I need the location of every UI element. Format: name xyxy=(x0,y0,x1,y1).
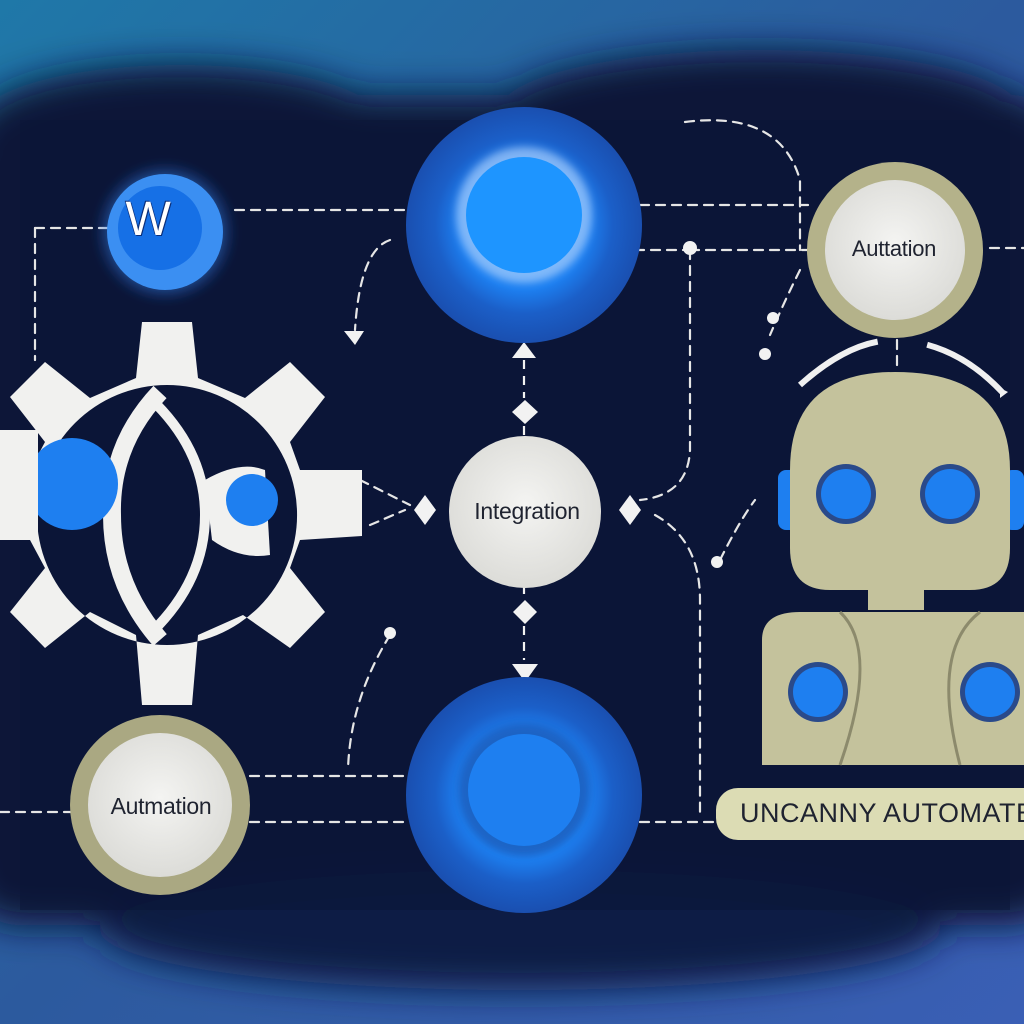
robot-banner xyxy=(716,788,1024,840)
auttation-label: Auttation xyxy=(851,236,937,261)
connector-curve-top-left xyxy=(353,238,392,332)
connector-gear-integration-2 xyxy=(368,508,407,527)
integration-node xyxy=(449,436,601,588)
bottom-blue-orb xyxy=(406,677,642,913)
robot-body-seam xyxy=(838,610,862,766)
auttation-node xyxy=(807,162,983,338)
junction-dot xyxy=(711,556,723,568)
autmation-label: Autmation xyxy=(110,793,212,819)
gear-inner-arc xyxy=(102,385,167,646)
connector-right-down xyxy=(768,268,802,337)
arrowhead xyxy=(344,331,364,345)
connector-gear-integration xyxy=(358,478,412,507)
connector-dots xyxy=(384,241,779,639)
connector-diamond xyxy=(414,495,436,525)
junction-dot xyxy=(767,312,779,324)
robot-head xyxy=(790,372,1010,590)
robot-neck xyxy=(868,588,924,610)
robot-antenna-arc xyxy=(797,336,1005,395)
robot-icon xyxy=(716,336,1024,840)
connector-integration-bottom xyxy=(653,513,702,820)
connector-diamond xyxy=(512,400,538,424)
arrowhead-down xyxy=(512,664,538,682)
top-blue-orb xyxy=(406,107,642,343)
gear-blue-dot-right xyxy=(226,474,278,526)
w-node-label: W xyxy=(125,193,171,246)
connector-diamond xyxy=(513,600,537,624)
gear-inner-arc xyxy=(146,394,211,636)
robot-body-dot-left xyxy=(793,667,843,717)
wordpress-w-icon xyxy=(93,160,237,304)
junction-dot xyxy=(384,627,396,639)
connector-curve-bottom-left xyxy=(346,633,392,772)
autmation-node xyxy=(70,715,250,895)
connector-top-hook xyxy=(683,119,802,252)
connector-dot-integration xyxy=(638,248,692,502)
junction-dot xyxy=(683,241,697,255)
junction-dot xyxy=(759,348,771,360)
arrowheads xyxy=(344,331,1008,682)
gear-blue-dot-left xyxy=(26,438,118,530)
robot-body-seam xyxy=(947,610,981,766)
connector-robot-arm xyxy=(718,498,757,562)
gear-tooth-mask xyxy=(0,430,38,540)
robot-body xyxy=(762,612,1024,765)
robot-banner-label: UNCANNY AUTOMATE xyxy=(740,798,1024,828)
robot-eye-right xyxy=(925,469,975,519)
integration-label: Integration xyxy=(474,498,580,524)
connector-diamond xyxy=(619,495,641,525)
robot-eye-left xyxy=(821,469,871,519)
gear-icon xyxy=(0,322,362,705)
arrowhead-up xyxy=(512,342,536,358)
robot-body-dot-right xyxy=(965,667,1015,717)
